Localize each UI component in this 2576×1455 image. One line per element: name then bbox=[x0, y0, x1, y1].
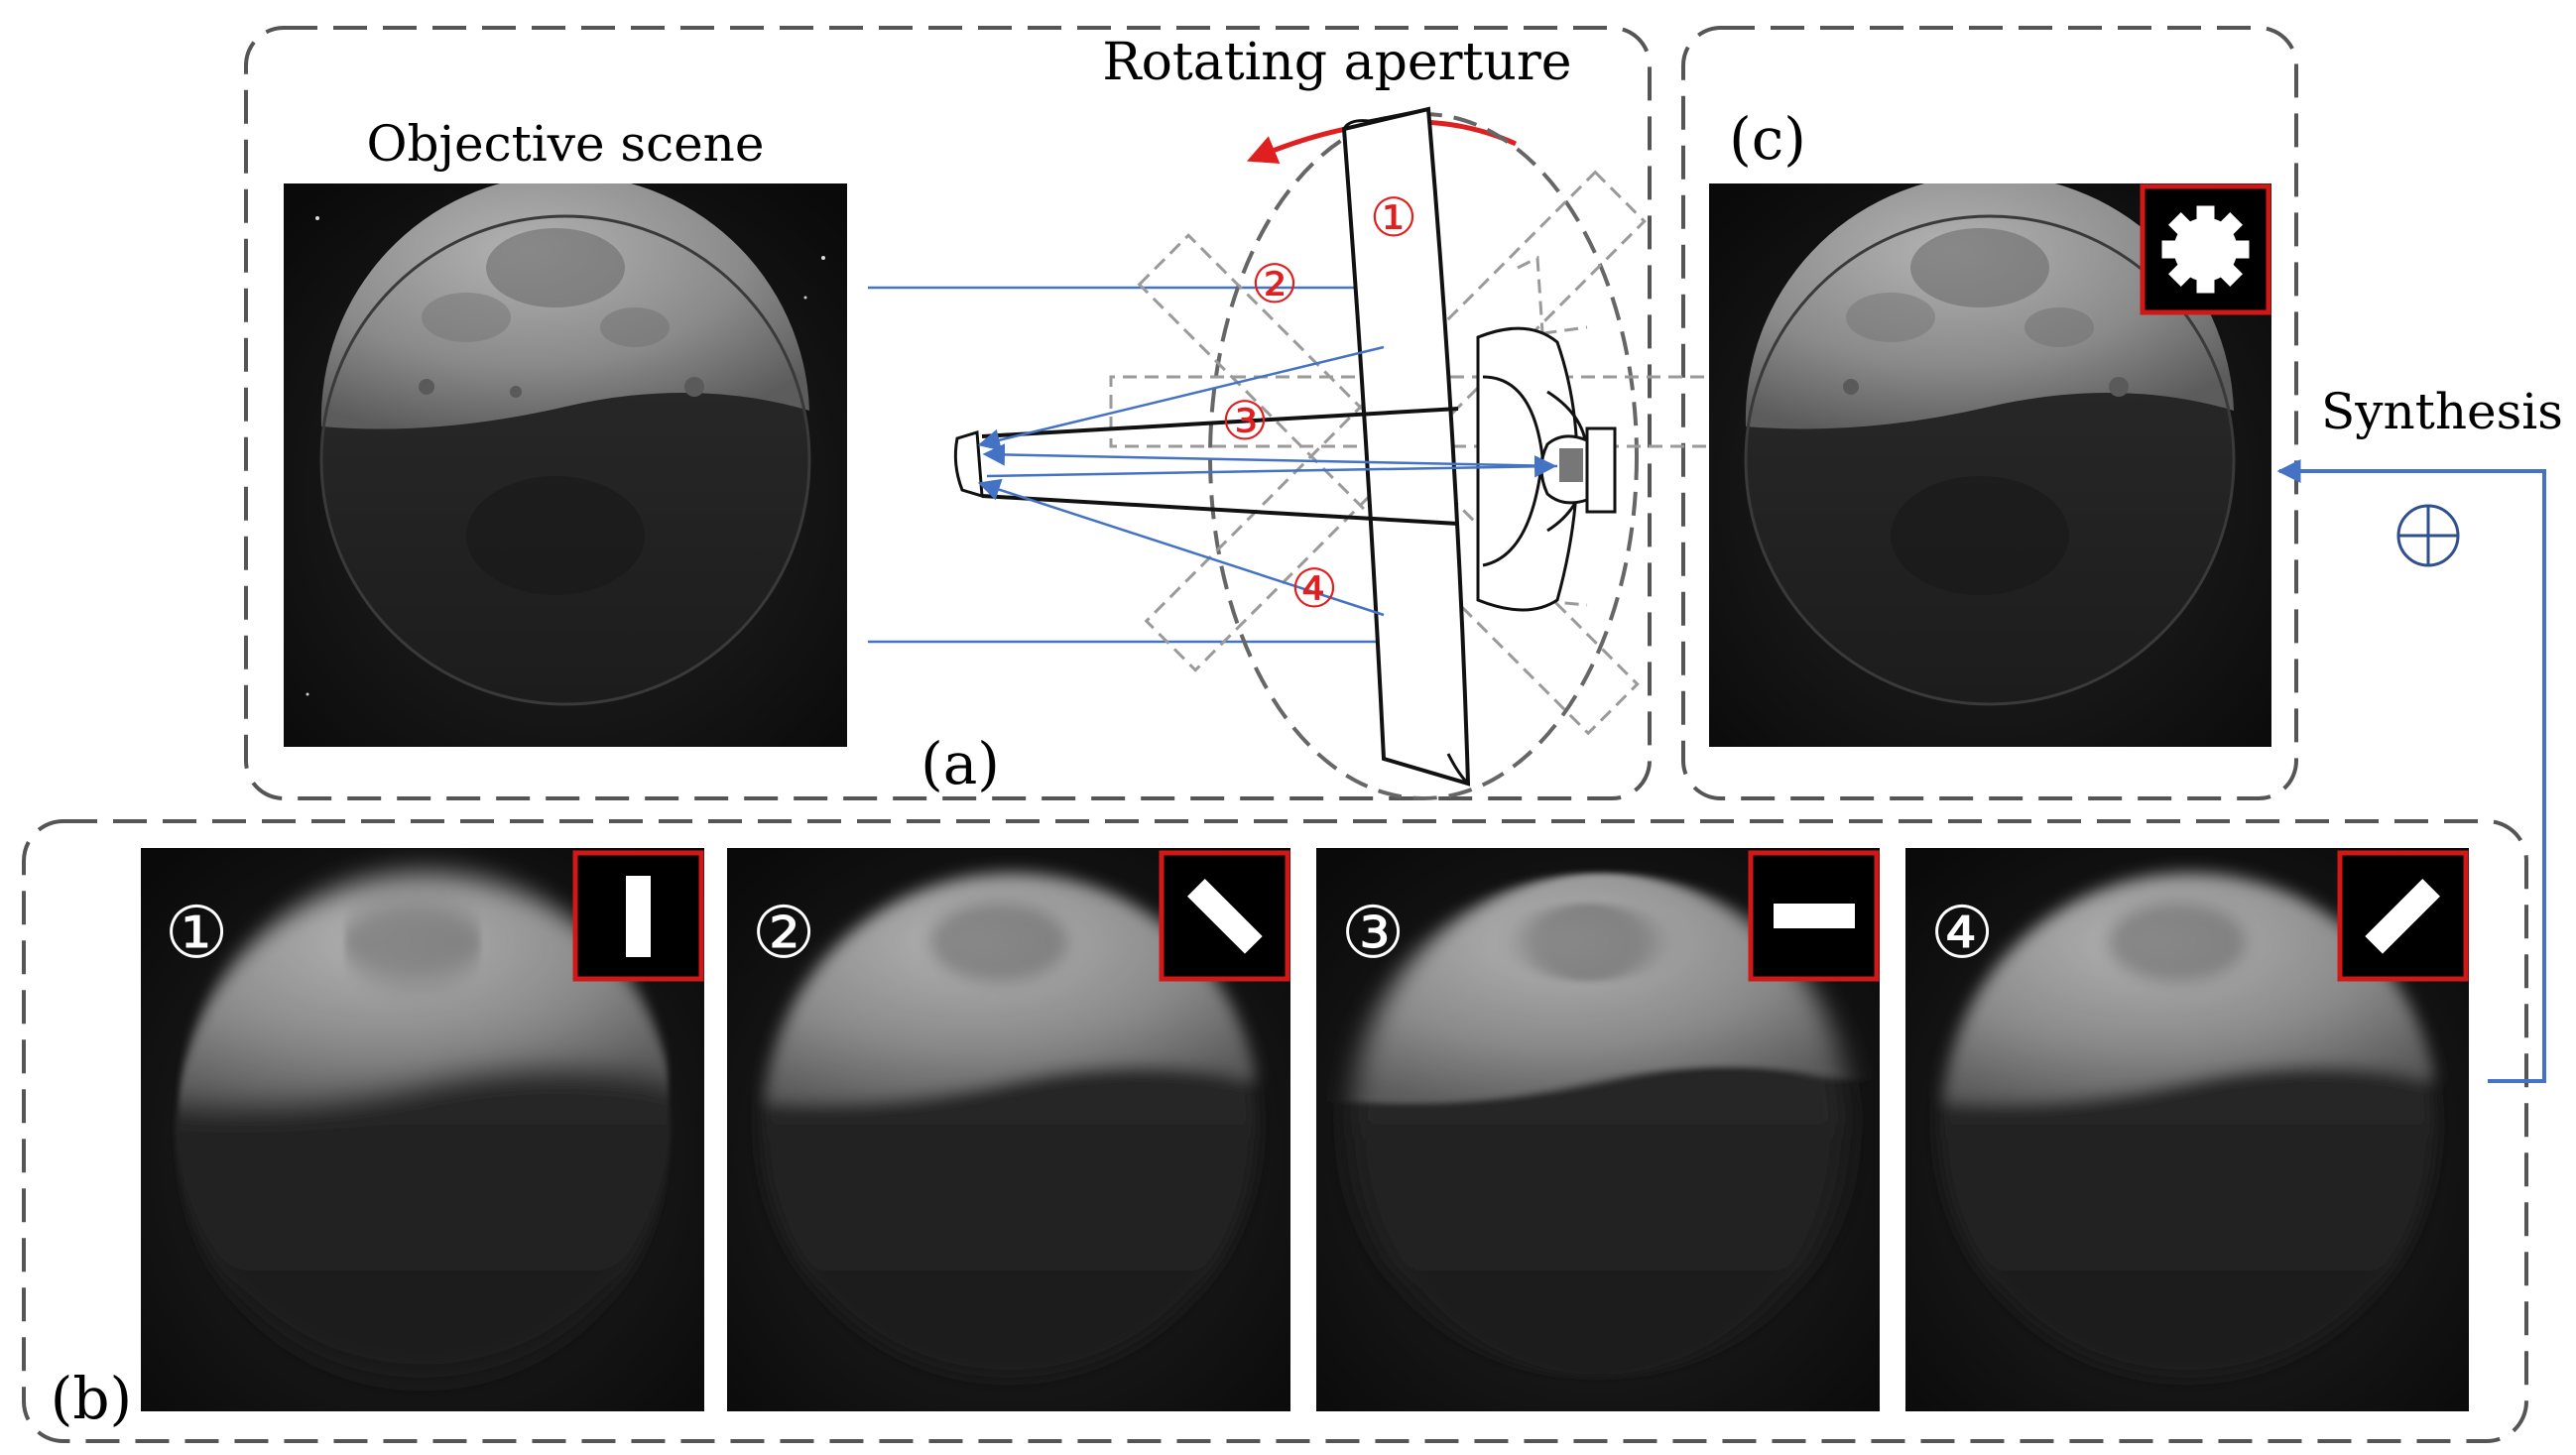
synthesis-arrow bbox=[2276, 459, 2546, 1083]
subaperture-index-1: ① bbox=[165, 891, 229, 974]
panel-a-box bbox=[244, 26, 1652, 800]
aperture-inset-4 bbox=[2337, 850, 2469, 982]
panel-a-label: (a) bbox=[920, 730, 1000, 797]
position-3-label: ③ bbox=[1221, 390, 1269, 452]
rotating-aperture-label: Rotating aperture bbox=[1102, 33, 1571, 92]
position-1-label: ① bbox=[1370, 186, 1417, 249]
subaperture-image-2 bbox=[727, 848, 1290, 1411]
subaperture-image-4 bbox=[1905, 848, 2469, 1411]
panel-b-box bbox=[22, 819, 2528, 1443]
position-4-label: ④ bbox=[1290, 557, 1338, 620]
objective-scene-image bbox=[284, 183, 847, 747]
aperture-inset-icon bbox=[2140, 183, 2271, 315]
objective-scene-title: Objective scene bbox=[367, 115, 765, 173]
panel-b-label: (b) bbox=[51, 1365, 132, 1432]
subaperture-index-3: ③ bbox=[1341, 891, 1406, 974]
panel-c-label: (c) bbox=[1729, 105, 1806, 173]
synthesis-label: Synthesis bbox=[2321, 383, 2563, 440]
telescope-schematic bbox=[953, 106, 1748, 800]
aperture-position-labels: ① ② ③ ④ bbox=[1221, 186, 1417, 620]
position-2-label: ② bbox=[1251, 253, 1298, 315]
panel-c-box bbox=[1681, 26, 2298, 800]
subaperture-image-3 bbox=[1316, 848, 1880, 1411]
aperture-inset-1 bbox=[572, 850, 704, 982]
subaperture-index-2: ② bbox=[752, 891, 816, 974]
aperture-inset-3 bbox=[1748, 850, 1880, 982]
oplus-icon bbox=[2396, 504, 2460, 567]
internal-rays bbox=[977, 345, 1558, 617]
aperture-inset-2 bbox=[1159, 850, 1290, 982]
subaperture-index-4: ④ bbox=[1930, 891, 1995, 974]
